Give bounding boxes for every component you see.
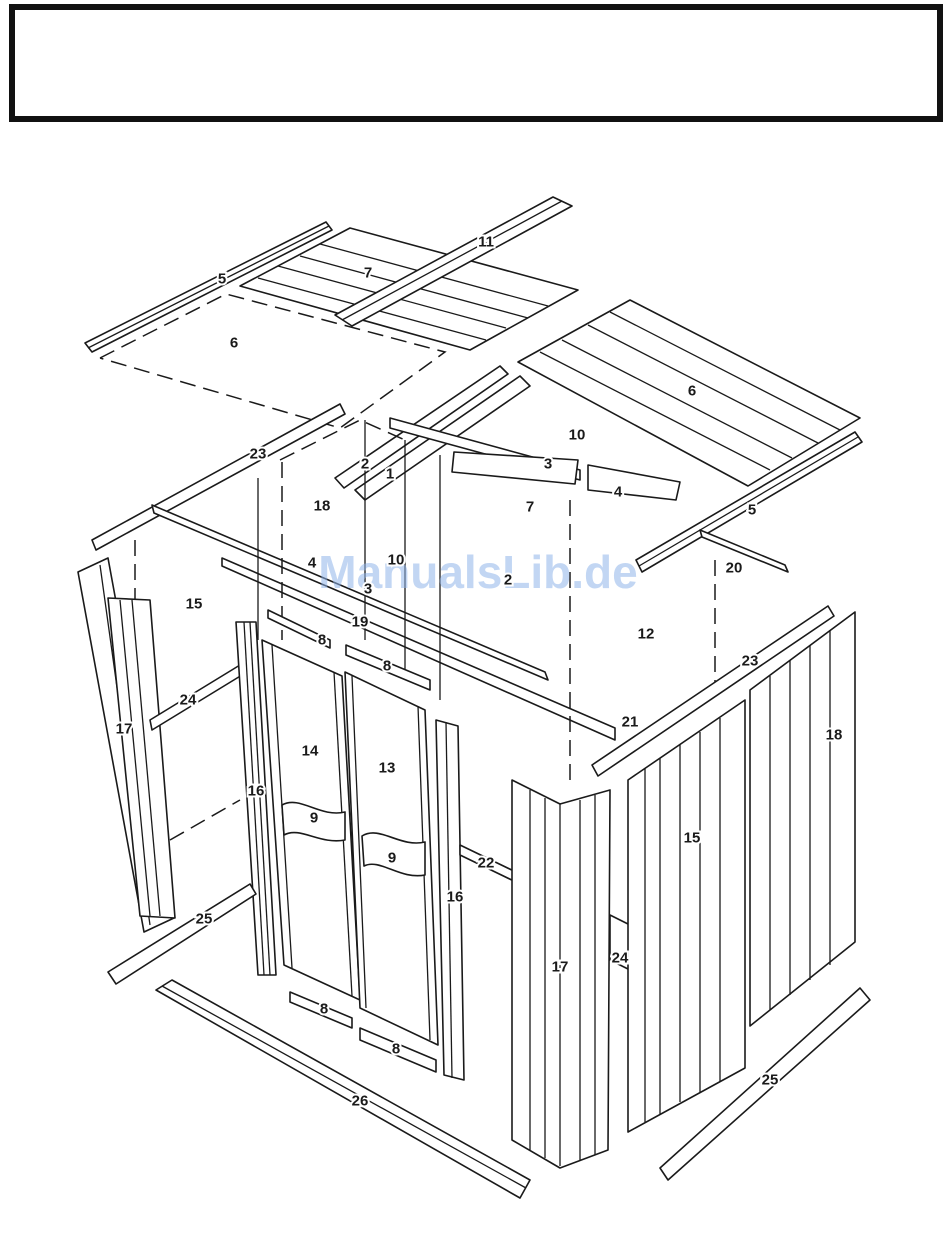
callout-15: 15: [186, 596, 203, 613]
callout-8: 8: [383, 658, 391, 675]
callout-2: 2: [361, 456, 369, 473]
callout-18: 18: [314, 498, 331, 515]
callout-17: 17: [116, 721, 133, 738]
callout-16: 16: [447, 889, 464, 906]
callout-18: 18: [826, 727, 843, 744]
brace-4-upper: [588, 465, 680, 500]
callout-1: 1: [386, 466, 394, 483]
callout-3: 3: [544, 456, 552, 473]
callout-17: 17: [552, 959, 569, 976]
brace-upper: [452, 452, 578, 484]
callout-24: 24: [612, 950, 629, 967]
callout-24: 24: [180, 692, 197, 709]
callout-25: 25: [762, 1072, 779, 1089]
callout-5: 5: [748, 502, 756, 519]
callout-20: 20: [726, 560, 743, 577]
wall-17-left: [78, 558, 175, 932]
callout-7: 7: [526, 499, 534, 516]
callout-26: 26: [352, 1093, 369, 1110]
callout-9: 9: [310, 810, 318, 827]
callout-2: 2: [504, 572, 512, 589]
callout-25: 25: [196, 911, 213, 928]
callout-5: 5: [218, 271, 226, 288]
callout-10: 10: [569, 427, 586, 444]
base-25-left: [108, 884, 256, 984]
callout-8: 8: [320, 1001, 328, 1018]
callout-14: 14: [302, 743, 319, 760]
callout-9: 9: [388, 850, 396, 867]
callout-21: 21: [622, 714, 639, 731]
callout-12: 12: [638, 626, 655, 643]
callout-6: 6: [688, 383, 696, 400]
frame-outline-floor: [170, 800, 240, 840]
callout-16: 16: [248, 783, 265, 800]
callout-15: 15: [684, 830, 701, 847]
callout-8: 8: [318, 632, 326, 649]
callout-11: 11: [478, 234, 494, 251]
callout-22: 22: [478, 855, 495, 872]
base-26: [156, 980, 530, 1198]
callout-19: 19: [352, 614, 369, 631]
callout-4: 4: [308, 555, 317, 572]
callout-6: 6: [230, 335, 238, 352]
callout-7: 7: [364, 265, 372, 282]
callout-4: 4: [614, 484, 623, 501]
callout-10: 10: [388, 552, 405, 569]
rafter-20: [700, 530, 788, 572]
callout-13: 13: [379, 760, 396, 777]
callout-23: 23: [250, 446, 267, 463]
callout-3: 3: [364, 581, 372, 598]
callout-23: 23: [742, 653, 759, 670]
callout-8: 8: [392, 1041, 400, 1058]
wall-18-right: [750, 612, 855, 1026]
trim-23-upper: [92, 404, 345, 550]
wall-15-right: [628, 700, 745, 1132]
